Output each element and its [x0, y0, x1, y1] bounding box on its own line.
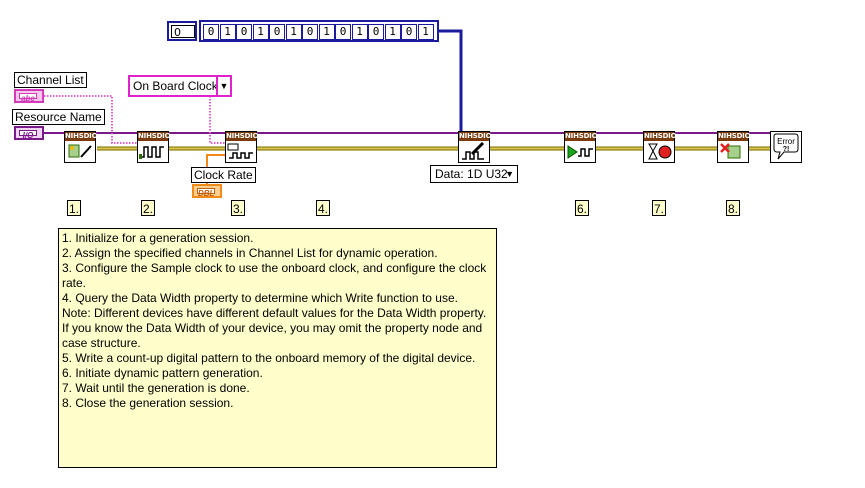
wait-stop-icon [648, 143, 672, 160]
resource-name-terminal[interactable]: I/O [14, 126, 44, 140]
simple-error-handler-vi[interactable]: Error ?! [770, 131, 802, 163]
array-element[interactable]: 0 [302, 24, 318, 40]
error-speech-bubble-icon: Error ?! [773, 133, 799, 160]
io-type-glyph: I/O [19, 130, 37, 140]
array-element[interactable]: 1 [351, 24, 368, 40]
array-index-display[interactable]: 0 [167, 21, 197, 41]
array-element[interactable]: 0 [236, 24, 252, 40]
step-label-3: 3. [231, 200, 246, 216]
array-element[interactable]: 1 [384, 24, 401, 40]
array-element[interactable]: 0 [401, 24, 417, 40]
comment-line: 2. Assign the specified channels in Chan… [62, 246, 438, 260]
play-icon [567, 145, 593, 159]
init-session-icon [68, 144, 92, 158]
error-handler-label: Error [777, 137, 795, 146]
string-type-glyph: abc [19, 93, 37, 103]
comment-line: 7. Wait until the generation is done. [62, 381, 250, 395]
clock-source-ring[interactable]: On Board Clock ▼ [128, 75, 232, 97]
channel-list-terminal[interactable]: abc [14, 89, 44, 103]
vi-header: NIHSDIO [718, 132, 751, 141]
step-label-2: 2. [141, 200, 156, 216]
step-label-1: 1. [67, 200, 82, 216]
svg-text:?!: ?! [783, 146, 790, 153]
init-generation-session-vi[interactable]: NIHSDIO [64, 131, 98, 163]
comment-line: 4. Query the Data Width property to dete… [62, 291, 458, 305]
comment-line: Note: Different devices have different d… [62, 306, 487, 350]
clock-source-value: On Board Clock [133, 79, 218, 93]
array-element[interactable]: 1 [252, 24, 269, 40]
initiate-generation-vi[interactable]: NIHSDIO [564, 131, 598, 163]
write-data-type-selector[interactable]: Data: 1D U32 ▼ [430, 165, 518, 183]
array-element[interactable]: 1 [285, 24, 302, 40]
channel-assign-icon [139, 146, 164, 159]
clock-rate-label: Clock Rate [191, 167, 256, 183]
comment-line: 3. Configure the Sample clock to use the… [62, 261, 487, 290]
comment-line: 1. Initialize for a generation session. [62, 231, 254, 245]
wait-until-done-vi[interactable]: NIHSDIO [643, 131, 677, 163]
array-element[interactable]: 0 [335, 24, 351, 40]
dropdown-arrow-icon[interactable]: ▼ [216, 77, 230, 95]
vi-header: NIHSDIO [565, 132, 598, 141]
clock-source-wire[interactable] [209, 96, 225, 144]
array-element[interactable]: 1 [219, 24, 236, 40]
vi-header: NIHSDIO [65, 132, 98, 141]
step-label-6: 6. [575, 200, 590, 216]
array-element[interactable]: 0 [368, 24, 384, 40]
array-index-value[interactable]: 0 [171, 25, 195, 39]
clock-rate-terminal[interactable]: DBL [192, 184, 222, 198]
dbl-type-glyph: DBL [197, 188, 215, 198]
comment-line: 6. Initiate dynamic pattern generation. [62, 366, 263, 380]
array-element[interactable]: 1 [417, 24, 434, 40]
vi-header: NIHSDIO [644, 132, 677, 141]
comment-line: 5. Write a count-up digital pattern to t… [62, 351, 476, 365]
assign-dynamic-channels-vi[interactable]: NIHSDIO [137, 131, 171, 163]
write-waveform-vi[interactable]: NIHSDIO [458, 131, 492, 163]
channel-list-wire[interactable] [44, 95, 137, 144]
step-label-4: 4. [316, 200, 331, 216]
channel-list-label: Channel List [14, 72, 87, 88]
array-element[interactable]: 1 [318, 24, 335, 40]
array-element[interactable]: 0 [203, 24, 219, 40]
waveform-array-wire[interactable] [439, 29, 463, 132]
close-session-vi[interactable]: NIHSDIO [717, 131, 751, 163]
write-data-type-value: Data: 1D U32 [435, 167, 508, 181]
comment-line: 8. Close the generation session. [62, 396, 234, 410]
vi-header: NIHSDIO [138, 132, 171, 141]
vi-header: NIHSDIO [226, 132, 259, 141]
resource-name-label: Resource Name [12, 109, 105, 125]
array-element[interactable]: 0 [269, 24, 285, 40]
close-session-icon [720, 143, 741, 159]
step-label-7: 7. [652, 200, 667, 216]
step-label-8: 8. [726, 200, 741, 216]
write-pencil-icon [462, 141, 485, 160]
diagram-comment: 1. Initialize for a generation session. … [58, 228, 497, 468]
vi-header: NIHSDIO [459, 132, 492, 141]
dropdown-arrow-icon[interactable]: ▼ [505, 169, 514, 179]
sample-clock-icon [227, 143, 253, 159]
configure-sample-clock-vi[interactable]: NIHSDIO [225, 131, 259, 163]
